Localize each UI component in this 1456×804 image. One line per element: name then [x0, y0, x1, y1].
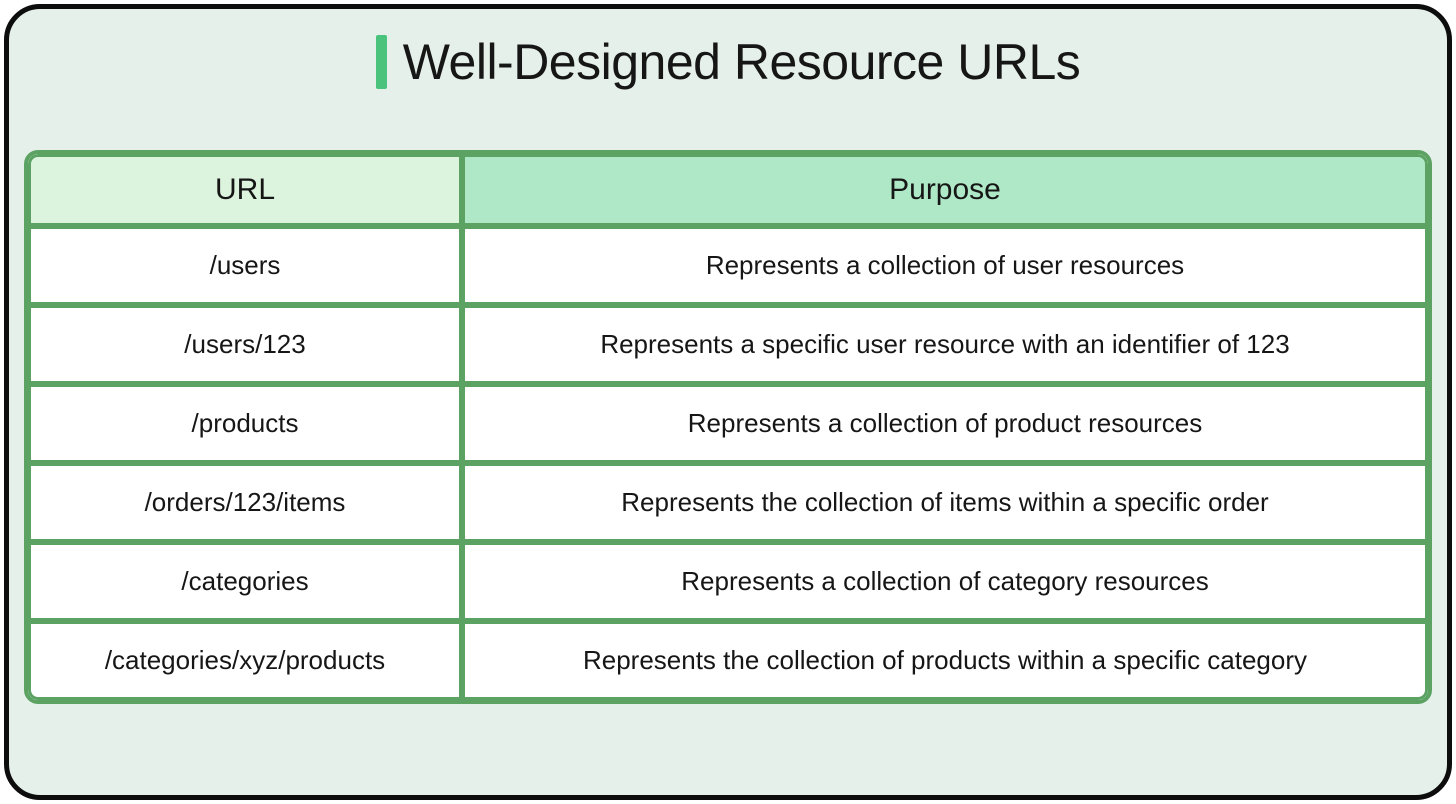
resource-url-table: URL Purpose /users Represents a collecti…	[24, 150, 1432, 704]
purpose-cell: Represents the collection of items withi…	[462, 463, 1428, 542]
table-header-row: URL Purpose	[28, 154, 1428, 226]
table-row: /users Represents a collection of user r…	[28, 226, 1428, 305]
purpose-cell: Represents a collection of category reso…	[462, 542, 1428, 621]
purpose-cell: Represents a specific user resource with…	[462, 305, 1428, 384]
column-header-url: URL	[28, 154, 462, 226]
url-cell: /products	[28, 384, 462, 463]
url-cell: /users	[28, 226, 462, 305]
page-title: Well-Designed Resource URLs	[402, 33, 1081, 90]
purpose-cell: Represents a collection of product resou…	[462, 384, 1428, 463]
purpose-cell: Represents the collection of products wi…	[462, 621, 1428, 700]
url-cell: /categories/xyz/products	[28, 621, 462, 700]
purpose-cell: Represents a collection of user resource…	[462, 226, 1428, 305]
table-row: /products Represents a collection of pro…	[28, 384, 1428, 463]
table-row: /orders/123/items Represents the collect…	[28, 463, 1428, 542]
url-cell: /categories	[28, 542, 462, 621]
table-row: /categories/xyz/products Represents the …	[28, 621, 1428, 700]
url-cell: /orders/123/items	[28, 463, 462, 542]
title-accent-bar	[375, 35, 387, 89]
column-header-purpose: Purpose	[462, 154, 1428, 226]
table-row: /categories Represents a collection of c…	[28, 542, 1428, 621]
table-row: /users/123 Represents a specific user re…	[28, 305, 1428, 384]
card: Well-Designed Resource URLs URL Purpose …	[4, 4, 1452, 800]
title-block: Well-Designed Resource URLs	[9, 34, 1447, 90]
url-cell: /users/123	[28, 305, 462, 384]
